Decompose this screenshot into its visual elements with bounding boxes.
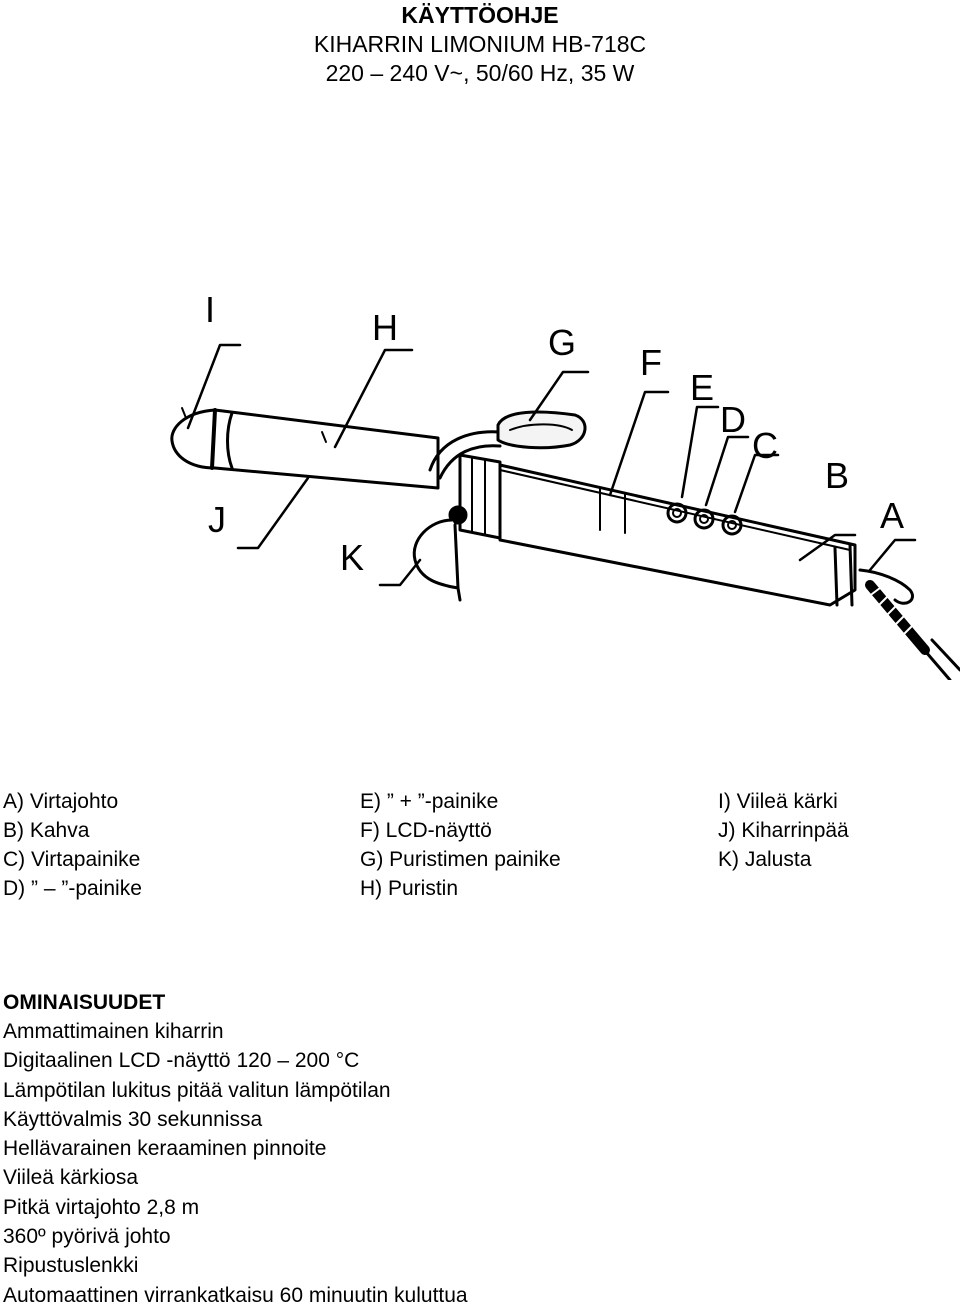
barrel	[170, 407, 440, 490]
label-B: B	[825, 455, 849, 496]
curling-iron-diagram: I H G F E D C B A J K	[170, 289, 960, 680]
leader-lines	[186, 343, 917, 587]
stand	[412, 518, 462, 602]
legend-item: J) Kiharrinpää	[718, 819, 849, 842]
legend-column-3: I) Viileä kärki J) Kiharrinpää K) Jalust…	[718, 787, 849, 874]
legend-item: H) Puristin	[360, 877, 459, 900]
legend-item: K) Jalusta	[718, 848, 812, 871]
legend-item: B) Kahva	[3, 819, 90, 842]
legend-item: E) ” + ”-painike	[360, 790, 499, 813]
label-A: A	[880, 495, 904, 536]
label-G: G	[548, 322, 576, 363]
product-model: KIHARRIN LIMONIUM HB-718C	[313, 31, 647, 57]
label-D: D	[720, 399, 746, 440]
clamp	[428, 410, 587, 480]
feature-item: Lämpötilan lukitus pitää valitun lämpöti…	[3, 1078, 391, 1102]
label-K: K	[340, 537, 364, 578]
collar	[448, 453, 502, 540]
power-cord	[858, 568, 960, 680]
feature-item: Ammattimainen kiharrin	[3, 1020, 224, 1043]
legend-item: A) Virtajohto	[3, 790, 119, 813]
label-C: C	[752, 425, 778, 466]
label-E: E	[690, 367, 714, 408]
features-heading: OMINAISUUDET	[3, 991, 166, 1014]
label-H: H	[372, 307, 398, 348]
feature-item: Ripustuslenkki	[3, 1254, 139, 1278]
label-J: J	[208, 499, 226, 540]
legend-item: C) Virtapainike	[3, 848, 141, 871]
features-section: OMINAISUUDET Ammattimainen kiharrin Digi…	[3, 988, 468, 1310]
label-I: I	[205, 289, 215, 330]
feature-item: Käyttövalmis 30 sekunnissa	[3, 1107, 263, 1131]
feature-item: Pitkä virtajohto 2,8 m	[3, 1195, 200, 1219]
parts-legend: A) Virtajohto B) Kahva C) Virtapainike D…	[0, 787, 960, 907]
legend-column-2: E) ” + ”-painike F) LCD-näyttö G) Purist…	[360, 787, 561, 903]
feature-item: 360º pyörivä johto	[3, 1225, 171, 1249]
legend-column-1: A) Virtajohto B) Kahva C) Virtapainike D…	[3, 787, 142, 903]
legend-item: D) ” – ”-painike	[3, 877, 142, 900]
label-F: F	[640, 342, 662, 383]
handle	[498, 463, 857, 607]
legend-item: F) LCD-näyttö	[360, 819, 492, 842]
product-spec: 220 – 240 V~, 50/60 Hz, 35 W	[325, 60, 635, 86]
feature-item: Automaattinen virrankatkaisu 60 minuutin…	[3, 1283, 468, 1307]
legend-item: G) Puristimen painike	[360, 848, 561, 871]
document-title: KÄYTTÖOHJE	[401, 2, 559, 28]
feature-item: Digitaalinen LCD -näyttö 120 – 200 °C	[3, 1049, 360, 1073]
legend-item: I) Viileä kärki	[718, 790, 838, 813]
feature-item: Hellävarainen keraaminen pinnoite	[3, 1137, 327, 1161]
control-buttons	[666, 502, 743, 536]
feature-item: Viileä kärkiosa	[3, 1166, 139, 1190]
